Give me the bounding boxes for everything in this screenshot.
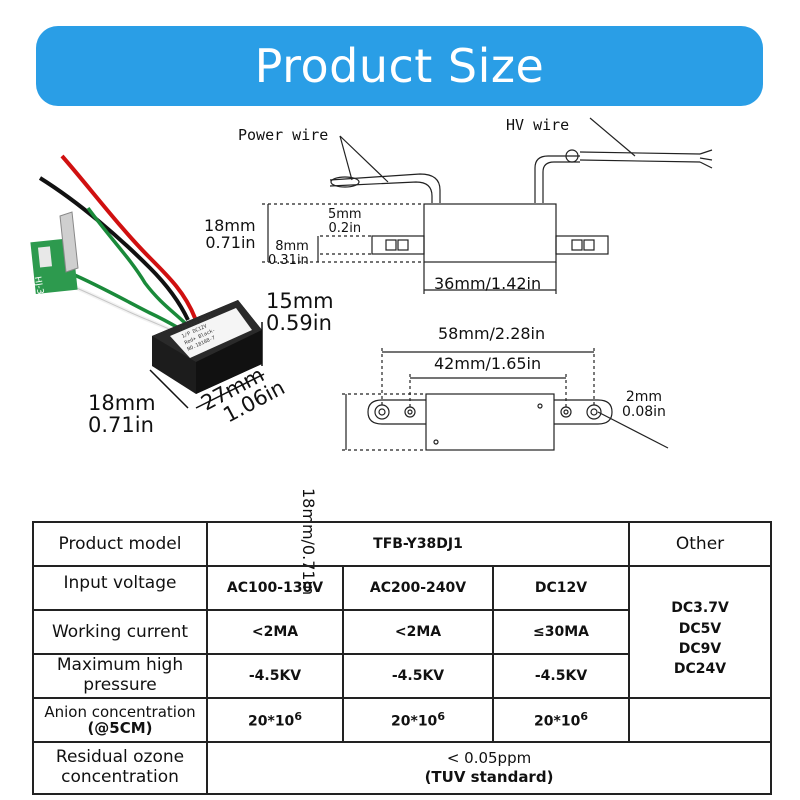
pressure-cell: -4.5KV: [491, 653, 631, 699]
hv-wire-label: HV wire: [506, 116, 570, 134]
pressure-cell: -4.5KV: [342, 653, 494, 699]
table-row: Anion concentration (@5CM) 20*106 20*106…: [32, 697, 773, 743]
model-label-cell: Product model: [32, 521, 208, 567]
other-values-cell: DC3.7V DC5V DC9V DC24V: [628, 565, 773, 699]
photo-height-dim: 15mm 0.59in: [266, 289, 334, 336]
pressure-cell: -4.5KV: [206, 653, 344, 699]
product-diagram: HJ-3: [0, 108, 800, 595]
anion-cell: 20*106: [342, 697, 494, 743]
top-total-dim: 58mm/2.28in: [438, 324, 546, 343]
hole-dim: 2mm 0.08in: [622, 389, 666, 420]
table-row: Maximum high pressure -4.5KV -4.5KV -4.5…: [32, 653, 771, 699]
anion-cell: 20*106: [491, 697, 631, 743]
model-value-cell: TFB-Y38DJ1: [205, 521, 631, 567]
side-height-dim: 18mm 0.71in: [204, 216, 256, 252]
current-label-cell: Working current: [32, 609, 208, 655]
module-photo: HJ-3: [30, 154, 265, 409]
anion-cell: 20*106: [206, 697, 344, 743]
side-flange-dim: 8mm 0.31in: [268, 239, 309, 268]
ozone-value-cell: < 0.05ppm (TUV standard): [205, 741, 773, 795]
diagram-graphics: HJ-3: [30, 117, 713, 451]
anion-label-cell: Anion concentration (@5CM): [32, 697, 208, 743]
ozone-label-cell: Residual ozone concentration: [32, 741, 208, 795]
anion-other-cell: [628, 697, 773, 743]
power-wire-label: Power wire: [238, 126, 329, 144]
svg-text:HJ-3: HJ-3: [32, 276, 45, 296]
current-cell: <2MA: [206, 609, 344, 655]
other-label-cell: Other: [628, 521, 773, 567]
current-cell: <2MA: [342, 609, 494, 655]
voltage-cell: AC200-240V: [342, 565, 494, 611]
current-cell: ≤30MA: [491, 609, 631, 655]
page-title: Product Size: [254, 39, 545, 93]
voltage-label-cell: Input voltage: [32, 565, 208, 611]
side-width-dim: 36mm/1.42in: [434, 274, 542, 293]
pressure-label-cell: Maximum high pressure: [32, 653, 208, 699]
table-row: Product model TFB-Y38DJ1 Other: [32, 521, 773, 567]
side-top-dim: 5mm 0.2in: [328, 207, 362, 236]
photo-depth-dim: 18mm 0.71in: [88, 391, 156, 438]
side-view-drawing: [262, 117, 713, 294]
table-row: Working current <2MA <2MA ≤30MA: [32, 609, 771, 655]
title-banner: Product Size: [36, 26, 763, 106]
top-view-drawing: [342, 348, 669, 451]
table-row: Input voltage AC100-130V AC200-240V DC12…: [32, 565, 773, 699]
top-hole-dim: 42mm/1.65in: [434, 354, 542, 373]
voltage-cell: AC100-130V: [206, 565, 344, 611]
table-row: Residual ozone concentration < 0.05ppm (…: [32, 741, 773, 795]
spec-table: Product model TFB-Y38DJ1 Other Input vol…: [32, 521, 773, 800]
voltage-cell: DC12V: [491, 565, 631, 611]
